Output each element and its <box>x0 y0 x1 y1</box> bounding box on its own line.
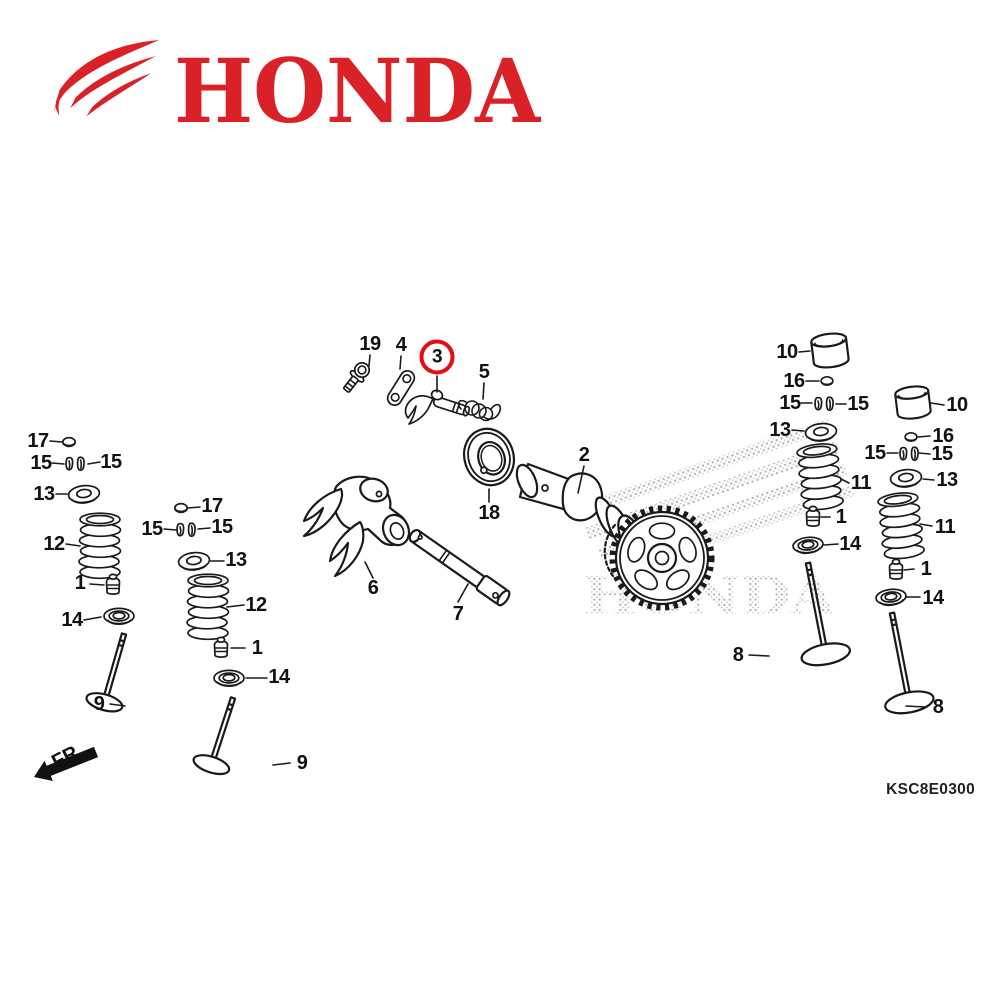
callout-11: 11 <box>934 516 956 538</box>
part-13-a <box>66 483 102 506</box>
part-group-intake-right <box>173 502 245 776</box>
part-13-b <box>176 550 212 573</box>
part-17-b <box>173 502 189 514</box>
callout-15: 15 <box>141 518 163 540</box>
callout-11: 11 <box>850 472 872 494</box>
callout-13: 13 <box>936 469 958 491</box>
part-bearing-18 <box>462 427 516 487</box>
callout-17: 17 <box>27 430 49 452</box>
part-group-intake-left <box>61 436 135 713</box>
part-shaft-7 <box>408 528 511 607</box>
callout-13: 13 <box>769 419 791 441</box>
part-14-c <box>791 535 825 556</box>
callout-1: 1 <box>74 572 86 594</box>
part-1-b <box>213 636 229 658</box>
part-group-exhaust-right <box>874 383 935 715</box>
part-decompressor-arm-3 <box>404 389 471 425</box>
part-14-a <box>103 607 135 626</box>
part-1-d <box>888 558 904 580</box>
callout-14: 14 <box>922 587 944 609</box>
callout-15: 15 <box>779 392 801 414</box>
callout-12: 12 <box>43 533 65 555</box>
callout-8: 8 <box>732 644 744 666</box>
part-14-b <box>213 669 245 688</box>
diagram-code: KSC8E0300 <box>886 781 975 798</box>
part-17-a <box>61 436 77 448</box>
part-spring-5 <box>457 399 502 422</box>
callout-15: 15 <box>30 452 52 474</box>
honda-wing-icon <box>54 39 160 117</box>
callout-2: 2 <box>578 444 590 466</box>
part-14-d <box>874 587 908 608</box>
callout-1: 1 <box>835 506 847 528</box>
callout-15: 15 <box>100 451 122 473</box>
part-plate-4 <box>386 369 416 407</box>
front-arrow-icon <box>34 746 99 781</box>
callout-1: 1 <box>251 637 263 659</box>
part-11-b <box>875 490 927 562</box>
part-15-b <box>176 522 196 538</box>
part-10-a <box>809 330 851 371</box>
part-16-b <box>904 432 918 442</box>
callout-9: 9 <box>93 693 105 715</box>
part-rocker-fork-6 <box>302 475 411 578</box>
part-valve-9-b <box>192 696 237 776</box>
part-15-c <box>814 396 834 412</box>
part-16-a <box>820 376 834 386</box>
part-group-exhaust-left <box>791 330 851 667</box>
callout-13: 13 <box>33 483 55 505</box>
callout-5: 5 <box>478 361 490 383</box>
callout-6: 6 <box>367 577 379 599</box>
callout-10: 10 <box>946 394 968 416</box>
part-bolt-19 <box>342 361 371 393</box>
callout-18: 18 <box>478 502 500 524</box>
callout-17: 17 <box>201 495 223 517</box>
honda-wordmark: HONDA <box>174 48 542 128</box>
part-15-d <box>899 446 919 462</box>
callout-14: 14 <box>268 666 290 688</box>
callout-12: 12 <box>245 594 267 616</box>
part-13-d <box>888 467 924 490</box>
callout-3: 3 <box>419 339 455 375</box>
callout-13: 13 <box>225 549 247 571</box>
callout-8: 8 <box>932 696 944 718</box>
part-camshaft-2 <box>515 462 715 611</box>
brand-wordmark-text: HONDA <box>174 48 542 128</box>
honda-logo: HONDA <box>54 36 544 128</box>
callout-14: 14 <box>61 609 83 631</box>
part-15-a <box>65 456 85 472</box>
callout-15: 15 <box>864 442 886 464</box>
callout-10: 10 <box>776 341 798 363</box>
part-valve-8-a <box>800 561 851 667</box>
part-10-b <box>893 383 933 422</box>
callout-1: 1 <box>920 558 932 580</box>
callout-19: 19 <box>359 333 381 355</box>
part-12-a <box>78 512 122 580</box>
callout-15: 15 <box>211 516 233 538</box>
callout-15: 15 <box>931 443 953 465</box>
callout-14: 14 <box>839 533 861 555</box>
callout-7: 7 <box>452 603 464 625</box>
part-valve-9-a <box>85 632 128 713</box>
part-12-b <box>186 573 230 641</box>
front-direction: FR. <box>34 739 99 781</box>
part-valve-8-b <box>884 611 935 715</box>
leader-lines <box>49 350 945 766</box>
callout-16: 16 <box>932 425 954 447</box>
callout-16: 16 <box>783 370 805 392</box>
callout-4: 4 <box>395 334 407 356</box>
callout-9: 9 <box>296 752 308 774</box>
callout-15: 15 <box>847 393 869 415</box>
